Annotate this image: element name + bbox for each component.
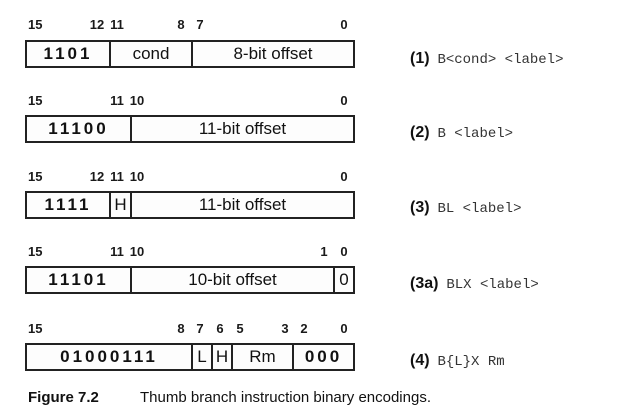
field-opcode: 11100 xyxy=(48,119,109,138)
encoding-syntax: BLX <label> xyxy=(446,277,539,293)
bit-label: 11 xyxy=(110,93,124,108)
bit-label: 0 xyxy=(340,17,348,32)
encoding-number: (4) xyxy=(410,352,430,369)
figure-caption: Figure 7.2 Thumb branch instruction bina… xyxy=(28,389,431,407)
bit-label: 11 xyxy=(110,244,124,259)
bit-label: 0 xyxy=(340,321,348,336)
field-zero-bits: 000 xyxy=(292,345,353,369)
bit-label: 15 xyxy=(28,244,43,259)
bit-label: 8 xyxy=(177,321,185,336)
encoding-box: 1111 H 11-bit offset xyxy=(25,191,355,219)
bit-label: 11 xyxy=(110,17,124,32)
encoding-number: (3) xyxy=(410,199,430,216)
bit-label: 0 xyxy=(340,93,348,108)
bit-label: 12 xyxy=(89,169,105,184)
field-offset: 10-bit offset xyxy=(130,268,333,292)
encoding-number: (2) xyxy=(410,124,430,141)
encoding-description: (3) BL <label> xyxy=(410,198,521,218)
bit-label: 15 xyxy=(28,321,43,336)
bit-label: 2 xyxy=(300,321,308,336)
encoding-box: 01000111 L H Rm 000 xyxy=(25,343,355,371)
field-opcode: 01000111 xyxy=(60,347,158,366)
encoding-number: (3a) xyxy=(410,275,439,292)
bit-label: 15 xyxy=(28,93,43,108)
bit-label: 15 xyxy=(28,169,43,184)
encoding-box: 11100 11-bit offset xyxy=(25,115,355,143)
field-cond: cond xyxy=(109,42,191,66)
bit-label: 15 xyxy=(28,17,43,32)
bit-label: 1 xyxy=(320,244,328,259)
field-opcode: 11101 xyxy=(48,270,109,289)
field-opcode: 1111 xyxy=(44,195,92,214)
field-opcode: 1101 xyxy=(43,44,93,63)
bit-label: 7 xyxy=(196,17,204,32)
field-h-bit: H xyxy=(211,345,231,369)
bit-label: 0 xyxy=(340,244,348,259)
bit-label: 10 xyxy=(129,244,145,259)
encoding-number: (1) xyxy=(410,50,430,67)
encoding-syntax: BL <label> xyxy=(437,201,522,217)
bit-label: 10 xyxy=(129,169,145,184)
bit-label: 6 xyxy=(216,321,224,336)
encoding-description: (2) B <label> xyxy=(410,123,513,143)
field-offset: 8-bit offset xyxy=(191,42,353,66)
bit-label: 3 xyxy=(281,321,289,336)
field-offset: 11-bit offset xyxy=(130,117,353,141)
figure-number: Figure 7.2 xyxy=(28,389,99,406)
bit-label: 8 xyxy=(177,17,185,32)
encoding-box: 11101 10-bit offset 0 xyxy=(25,266,355,294)
field-rm: Rm xyxy=(231,345,292,369)
bit-label: 7 xyxy=(196,321,204,336)
bit-label: 11 xyxy=(110,169,124,184)
encoding-box: 1101 cond 8-bit offset xyxy=(25,40,355,68)
bit-label: 5 xyxy=(236,321,244,336)
caption-text: Thumb branch instruction binary encoding… xyxy=(140,389,431,406)
bit-label: 10 xyxy=(129,93,145,108)
field-h-bit: H xyxy=(109,193,130,217)
bit-label: 12 xyxy=(89,17,105,32)
field-zero-bit: 0 xyxy=(333,268,353,292)
encoding-syntax: B <label> xyxy=(437,126,514,142)
encoding-description: (4) B{L}X Rm xyxy=(410,351,505,371)
bit-label: 0 xyxy=(340,169,348,184)
field-l-bit: L xyxy=(191,345,211,369)
encoding-syntax: B{L}X Rm xyxy=(437,354,505,370)
encoding-description: (3a) BLX <label> xyxy=(410,274,539,294)
encoding-syntax: B<cond> <label> xyxy=(437,52,564,68)
field-offset: 11-bit offset xyxy=(130,193,353,217)
encoding-description: (1) B<cond> <label> xyxy=(410,49,563,69)
